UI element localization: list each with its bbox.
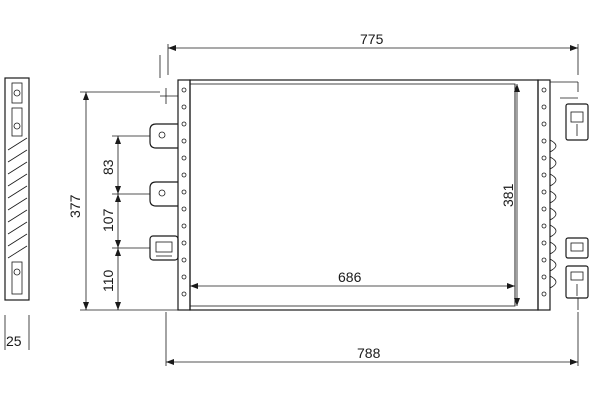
top-width-label: 775	[360, 31, 384, 47]
bracket-middle	[149, 181, 178, 207]
core-height-dimension	[514, 84, 520, 306]
core-width-dimension	[190, 283, 515, 289]
spacing-lower-label: 110	[100, 269, 116, 292]
bracket-lower	[149, 235, 179, 261]
condenser-front-view	[177, 79, 579, 311]
right-header-holes	[541, 87, 547, 297]
depth-dimension: 25	[6, 333, 22, 349]
side-fin-pattern	[7, 137, 28, 259]
top-width-dimension	[167, 44, 579, 75]
spacing-upper-label: 83	[100, 159, 116, 175]
core-width-label: 686	[338, 269, 362, 285]
bottom-width-label: 788	[357, 345, 381, 361]
top-right-fitting	[560, 97, 589, 141]
bottom-right-fitting	[565, 265, 589, 310]
overall-height-dimension	[80, 91, 178, 311]
right-tube-bends	[549, 139, 557, 289]
overall-height-label: 377	[67, 194, 83, 218]
bracket-upper	[149, 123, 178, 149]
bracket-spacing-dimensions	[112, 135, 150, 310]
side-view	[4, 77, 30, 350]
core-height-label: 381	[500, 183, 516, 207]
spacing-middle-label: 107	[100, 208, 116, 232]
top-left-bracket	[159, 55, 178, 104]
mid-right-fitting	[565, 237, 589, 259]
bottom-width-dimension	[165, 312, 579, 366]
left-header-holes	[181, 87, 187, 297]
